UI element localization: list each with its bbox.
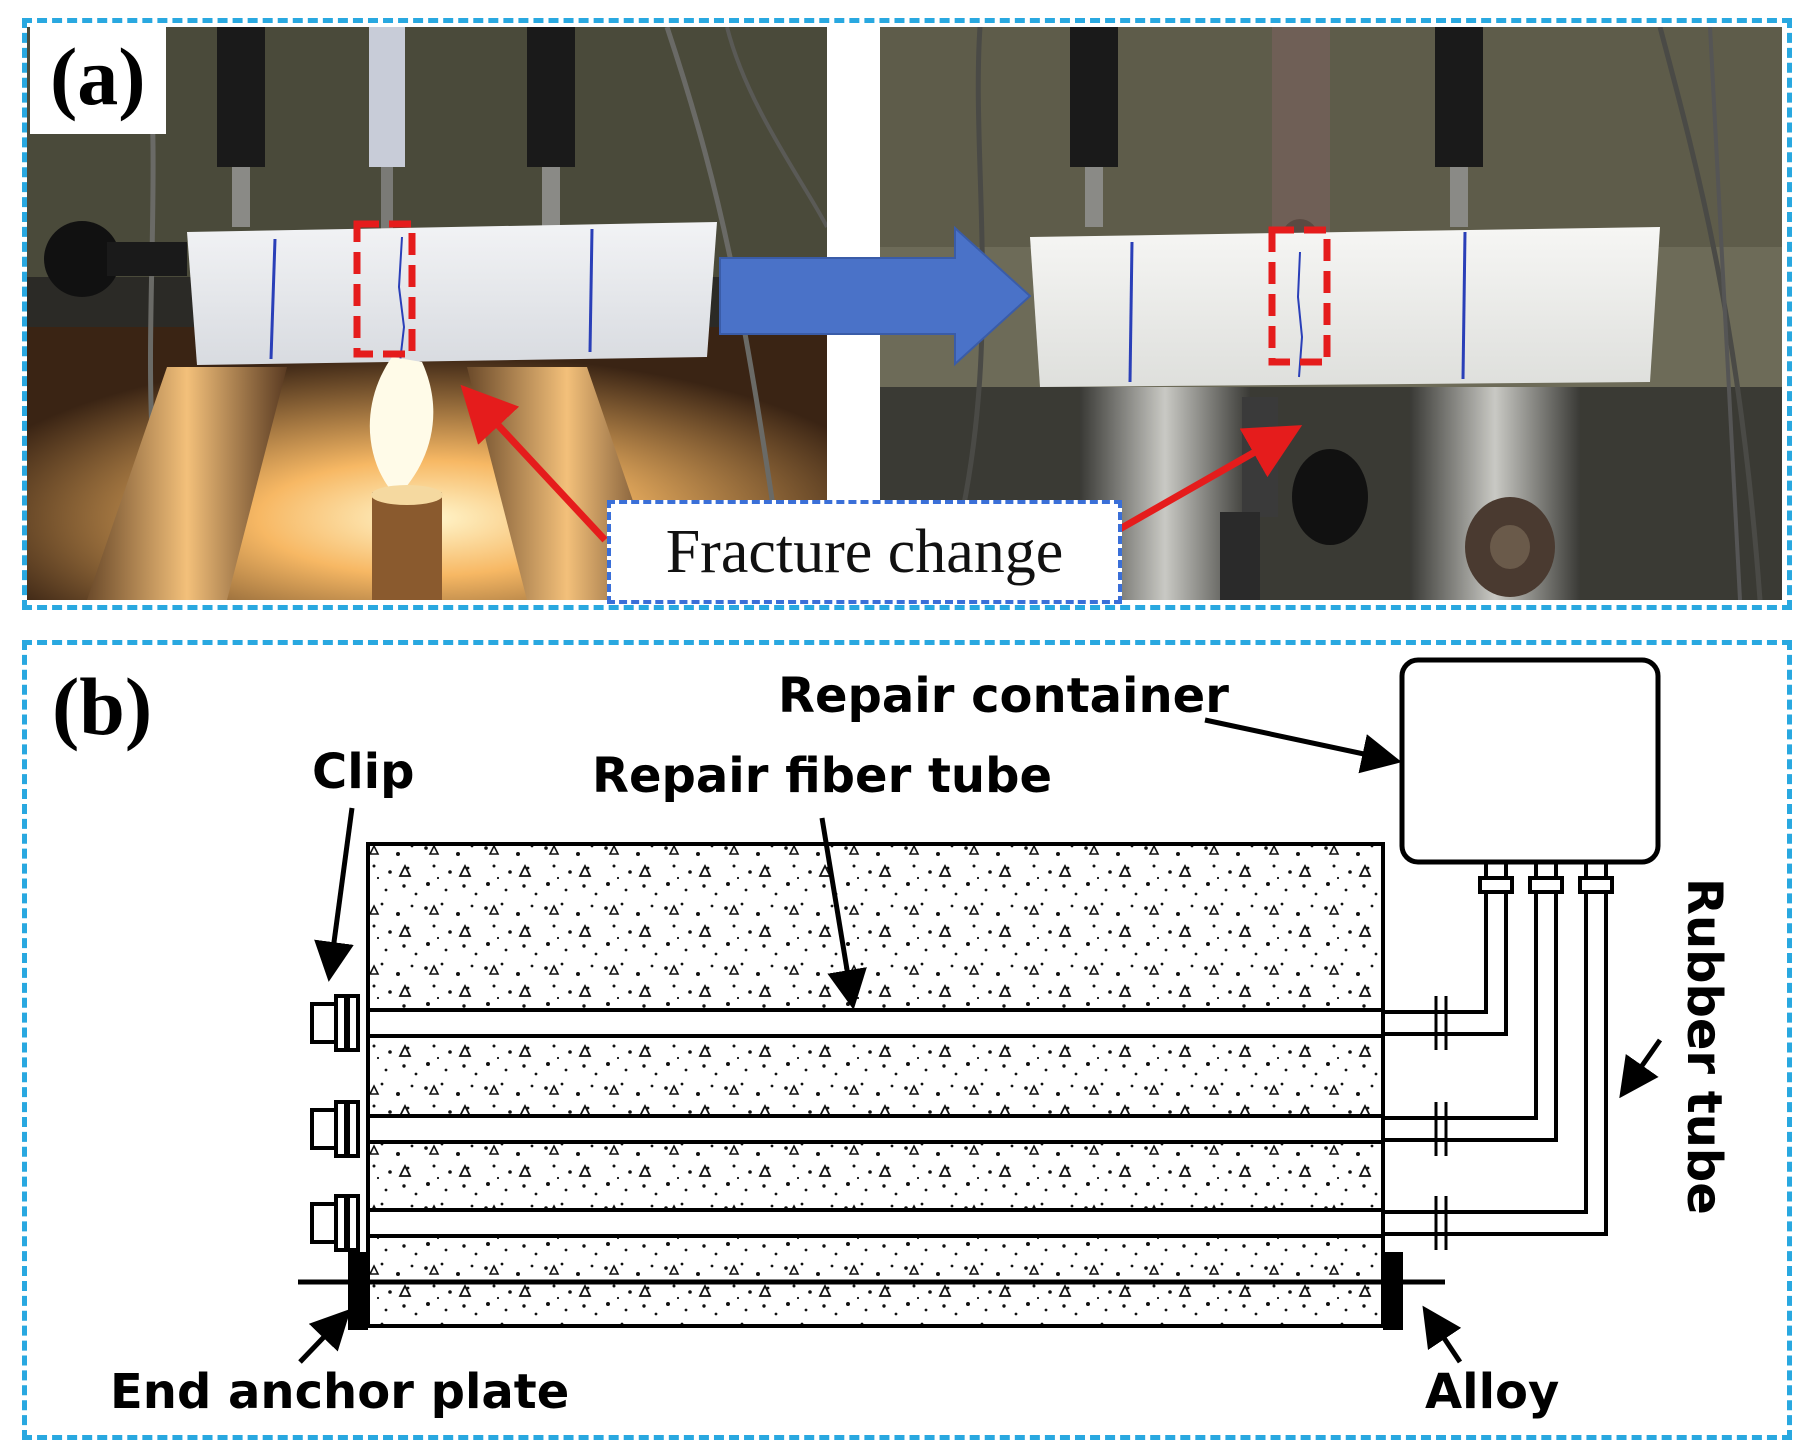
concrete-beam [366, 842, 1385, 1328]
callout-arrow-left [460, 384, 608, 543]
rubber-tubes [1383, 862, 1614, 1236]
label-repair-fiber-tube: Repair fiber tube [592, 748, 1053, 804]
repair-fiber-tubes [366, 1008, 1385, 1238]
callout-arrow-right [1116, 425, 1303, 534]
panel-b-frame [22, 640, 1792, 1440]
label-clip: Clip [312, 744, 415, 800]
end-anchor-plate-left [348, 1252, 368, 1330]
panel-a-label: (a) [30, 26, 166, 134]
panel-a-frame [22, 18, 1792, 610]
clips [310, 994, 360, 1252]
fracture-change-callout: Fracture change [607, 500, 1122, 604]
right-clamps [1434, 996, 1448, 1250]
repair-container-box [1399, 657, 1661, 865]
arrow-clip [314, 807, 355, 982]
end-anchor-plate-right [1383, 1252, 1403, 1330]
flow-arrow [719, 225, 1032, 367]
panel-b-label: (b) [52, 661, 153, 752]
arrow-end-anchor [298, 1308, 351, 1364]
label-end-anchor-plate: End anchor plate [110, 1364, 570, 1420]
arrow-repair-container [1204, 717, 1402, 774]
arrow-alloy [1422, 1305, 1463, 1364]
arrow-fiber-tube [819, 817, 867, 1010]
label-rubber-tube: Rubber tube [1676, 878, 1732, 1215]
label-alloy: Alloy [1425, 1364, 1560, 1420]
arrow-rubber-tube [1619, 1038, 1663, 1099]
photo-repaired-specimen [880, 27, 1782, 600]
label-repair-container: Repair container [778, 668, 1229, 724]
